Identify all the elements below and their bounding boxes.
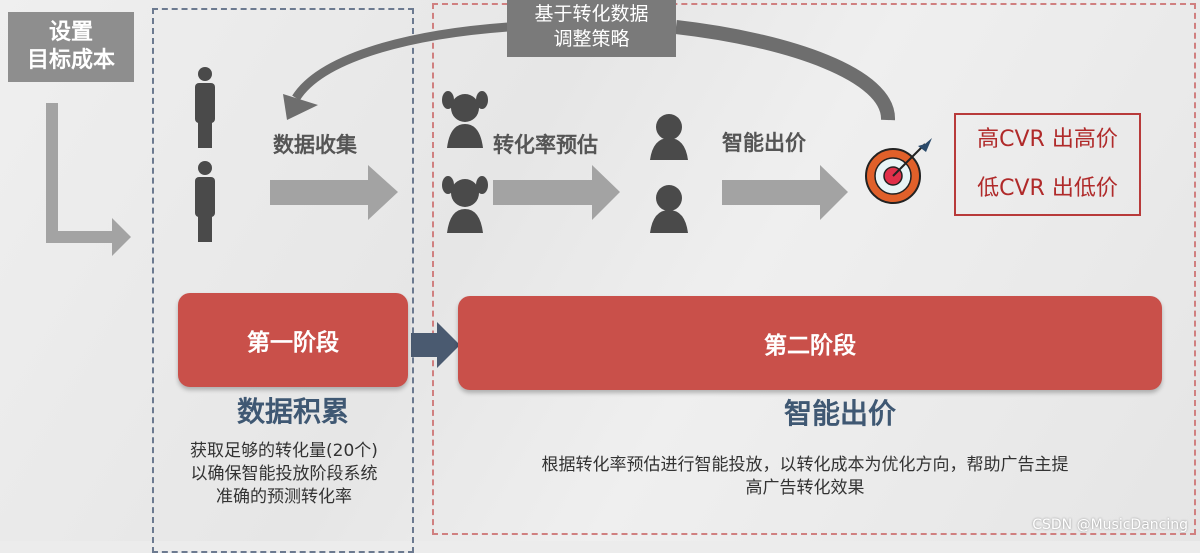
arrow-collect-icon [270, 165, 398, 220]
stage2-desc-line: 高广告转化效果 [745, 478, 865, 498]
cvr-low: 低CVR 出低价 [977, 176, 1118, 201]
stage1-box: 第一阶段 [178, 293, 408, 387]
girl-icon [442, 91, 488, 233]
cvr-rule-box: 高CVR 出高价 低CVR 出低价 [954, 113, 1141, 216]
watermark: CSDN @MusicDancing [1032, 517, 1188, 533]
man-icon [195, 67, 215, 242]
step-predict-label: 转化率预估 [493, 133, 598, 157]
feedback-box: 基于转化数据 调整策略 [507, 0, 676, 57]
feedback-line1: 基于转化数据 [534, 3, 649, 25]
stage1-desc: 获取足够的转化量(20个) 以确保智能投放阶段系统 准确的预测转化率 [155, 440, 413, 509]
stage1-title: 数据积累 [236, 395, 349, 428]
step-bid-label: 智能出价 [722, 131, 806, 155]
stage1-desc-line: 以确保智能投放阶段系统 [190, 464, 378, 484]
stage1-label: 第一阶段 [247, 330, 339, 356]
stage2-box: 第二阶段 [458, 296, 1162, 390]
cvr-high: 高CVR 出高价 [977, 127, 1118, 152]
stage1-desc-line: 获取足够的转化量(20个) [190, 441, 378, 461]
set-target-cost-box: 设置 目标成本 [8, 12, 134, 82]
step-collect-label: 数据收集 [273, 133, 357, 157]
arrows-layer [46, 20, 932, 368]
l-arrow-icon [46, 103, 131, 256]
feedback-curve-arrow-icon [283, 20, 895, 121]
stage2-desc: 根据转化率预估进行智能投放，以转化成本为优化方向，帮助广告主提 高广告转化效果 [440, 454, 1170, 500]
stage2-label: 第二阶段 [764, 333, 856, 359]
stage2-title: 智能出价 [783, 397, 896, 430]
stage-arrow-icon [411, 322, 460, 368]
arrow-predict-icon [493, 165, 620, 220]
woman-icon [650, 114, 688, 233]
stage1-desc-line: 准确的预测转化率 [216, 487, 352, 507]
arrow-bid-icon [722, 165, 848, 220]
stage2-desc-line: 根据转化率预估进行智能投放，以转化成本为优化方向，帮助广告主提 [541, 455, 1069, 475]
feedback-line2: 调整策略 [553, 28, 630, 50]
target-icon [865, 138, 932, 204]
set-cost-line1: 设置 [48, 20, 93, 45]
set-cost-line2: 目标成本 [26, 48, 115, 73]
stage2-region [432, 3, 1196, 535]
